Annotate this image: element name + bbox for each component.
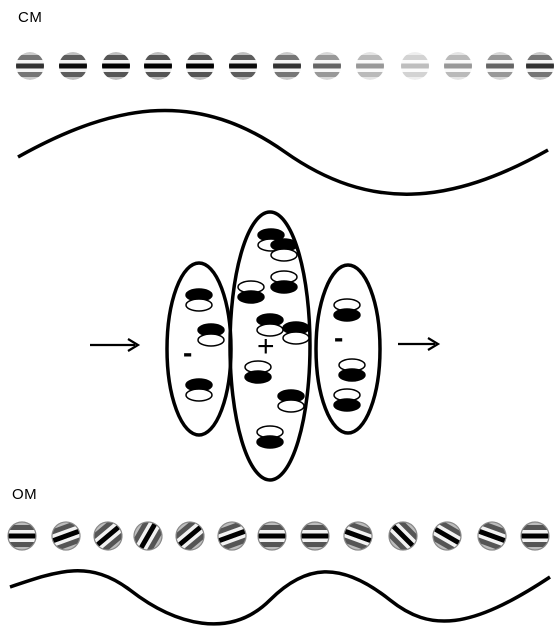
- cm-gabor-patch: [526, 52, 554, 80]
- om-gabor-patch: [130, 517, 166, 555]
- receptive-field-diagram: - + -: [90, 210, 441, 482]
- right-inhibitory-flank: [314, 263, 382, 435]
- cm-gabor-patch: [444, 52, 472, 80]
- cm-gabor-patch: [401, 52, 429, 80]
- left-flank-sign: -: [183, 337, 192, 368]
- rf-unit: [282, 321, 310, 345]
- om-envelope-wave: [9, 569, 551, 626]
- rf-unit: [256, 313, 284, 337]
- om-gabor-patch: [384, 517, 422, 555]
- rf-unit: [338, 358, 366, 382]
- cm-gabor-patch: [59, 52, 87, 80]
- cm-gabor-patch: [16, 52, 44, 80]
- om-gabor-patch: [7, 521, 37, 551]
- rf-unit: [237, 280, 265, 304]
- cm-panel-label: CM: [18, 9, 43, 26]
- cm-gabor-patch: [273, 52, 301, 80]
- om-gabor-patch: [89, 517, 127, 555]
- om-panel-label: OM: [12, 486, 38, 503]
- cm-envelope-wave: [17, 108, 549, 196]
- cm-gabor-patch: [102, 52, 130, 80]
- om-gabor-patch: [520, 521, 550, 551]
- receptive-field-units: [185, 228, 366, 449]
- right-flank-sign: -: [334, 322, 343, 353]
- rf-unit: [270, 270, 298, 294]
- rf-unit: [333, 298, 361, 322]
- rf-unit: [270, 238, 298, 262]
- om-gabor-patch: [428, 518, 466, 554]
- rf-unit: [277, 389, 305, 413]
- om-gabor-patch: [48, 520, 84, 552]
- right-arrow-icon: [398, 337, 441, 351]
- left-arrow-icon: [90, 338, 141, 352]
- center-sign: +: [257, 330, 275, 363]
- central-excitatory-region: [228, 210, 312, 482]
- rf-unit: [333, 388, 361, 412]
- om-gabor-patch: [257, 521, 287, 551]
- cm-gabor-patch: [229, 52, 257, 80]
- cm-gabor-patch: [186, 52, 214, 80]
- rf-unit: [185, 378, 213, 402]
- rf-unit: [185, 288, 213, 312]
- om-gabor-row: [7, 517, 550, 555]
- cm-gabor-patch: [486, 52, 514, 80]
- om-gabor-patch: [300, 521, 330, 551]
- rf-unit: [256, 425, 284, 449]
- cm-gabor-patch: [144, 52, 172, 80]
- rf-unit: [244, 360, 272, 384]
- om-gabor-patch: [171, 517, 209, 555]
- om-gabor-patch: [474, 520, 510, 552]
- cm-gabor-patch: [313, 52, 341, 80]
- om-gabor-patch: [340, 520, 376, 552]
- cm-gabor-row: [16, 52, 554, 80]
- om-gabor-patch: [214, 520, 250, 552]
- rf-unit: [197, 323, 225, 347]
- cm-gabor-patch: [356, 52, 384, 80]
